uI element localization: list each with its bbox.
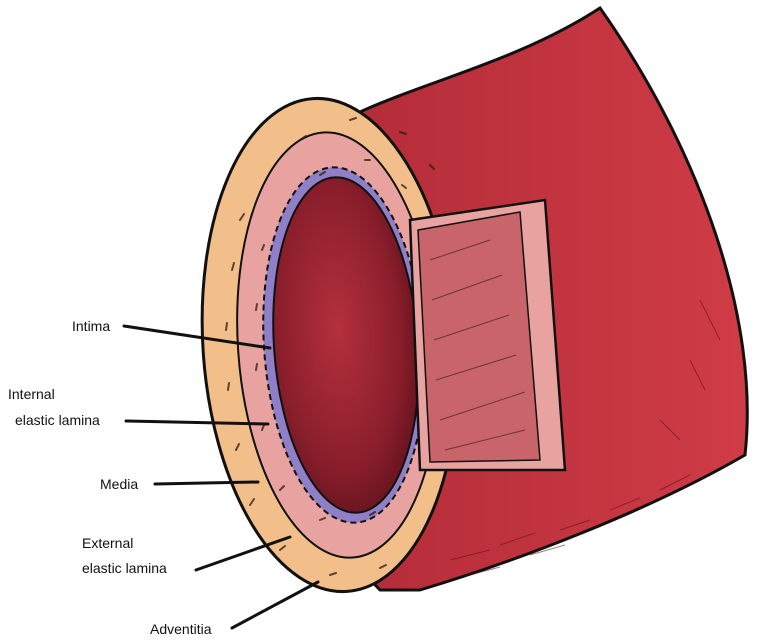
media-label: Media (100, 476, 138, 493)
media-leader (155, 482, 258, 484)
adventitia-label: Adventitia (150, 621, 211, 638)
external-elastic-lamina-label-line1: External (82, 535, 133, 552)
intima-label: Intima (72, 318, 110, 335)
cutaway-inner (418, 212, 540, 462)
external-elastic-lamina-label-line2: elastic lamina (82, 560, 167, 577)
internal-elastic-lamina-label-line1: Internal (8, 386, 55, 403)
adventitia-leader (232, 582, 318, 628)
internal-elastic-lamina-label-line2: elastic lamina (15, 412, 100, 429)
